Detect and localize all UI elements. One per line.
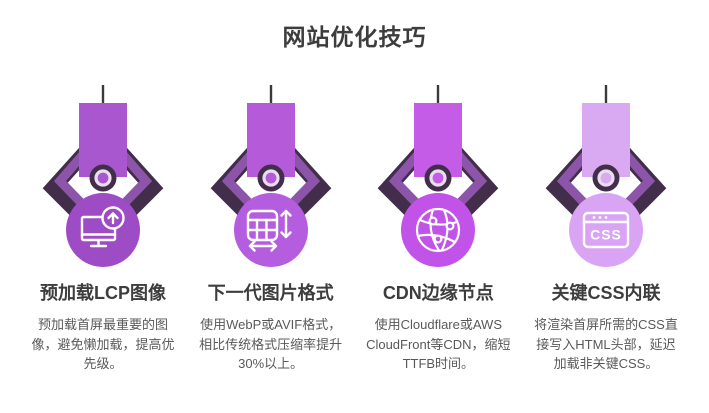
claw-joint-ring — [94, 169, 112, 187]
claw-graphic-1 — [42, 85, 164, 267]
tip-column-preload-lcp: 预加载LCP图像 预加载首屏最重要的图像，避免懒加载，提高优先级。 — [22, 85, 184, 374]
tips-row: 预加载LCP图像 预加载首屏最重要的图像，避免懒加载，提高优先级。 — [0, 85, 709, 374]
tip-title: 预加载LCP图像 — [40, 283, 166, 303]
tip-column-cdn-edge: CDN边缘节点 使用Cloudflare或AWS CloudFront等CDN，… — [357, 85, 519, 374]
tip-description: 将渲染首屏所需的CSS直接写入HTML头部，延迟加载非关键CSS。 — [534, 317, 678, 371]
claw-joint-ring — [262, 169, 280, 187]
tip-title: 下一代图片格式 — [207, 283, 334, 303]
claw-graphic-2 — [210, 85, 331, 267]
globe-network-icon — [416, 207, 461, 253]
css-window-icon: CSS — [582, 211, 630, 249]
claw-joint-ring — [597, 169, 615, 187]
tip-description: 使用WebP或AVIF格式，相比传统格式压缩率提升30%以上。 — [199, 317, 343, 371]
tip-description: 预加载首屏最重要的图像，避免懒加载，提高优先级。 — [31, 317, 175, 371]
icon-circle — [568, 193, 643, 267]
claw-graphic-3 — [377, 85, 499, 267]
tip-column-critical-css: CSS 关键CSS内联 将渲染首屏所需的CSS直接写入HTML头部，延迟加载非关… — [525, 85, 687, 374]
monitor-upload-icon — [80, 206, 125, 248]
icon-circle — [66, 193, 140, 267]
icon-circle — [401, 193, 476, 267]
claw-joint-ring — [429, 169, 447, 187]
tip-column-next-gen-image: 下一代图片格式 使用WebP或AVIF格式，相比传统格式压缩率提升30%以上。 — [190, 85, 352, 374]
claw-graphic-4: CSS — [545, 85, 667, 267]
tip-description: 使用Cloudflare或AWS CloudFront等CDN，缩短TTFB时间… — [366, 317, 511, 371]
tip-title: 关键CSS内联 — [551, 283, 661, 303]
css-icon-label: CSS — [590, 227, 622, 243]
tip-title: CDN边缘节点 — [382, 283, 494, 303]
image-resize-icon — [246, 209, 292, 252]
page-title: 网站优化技巧 — [282, 24, 427, 50]
